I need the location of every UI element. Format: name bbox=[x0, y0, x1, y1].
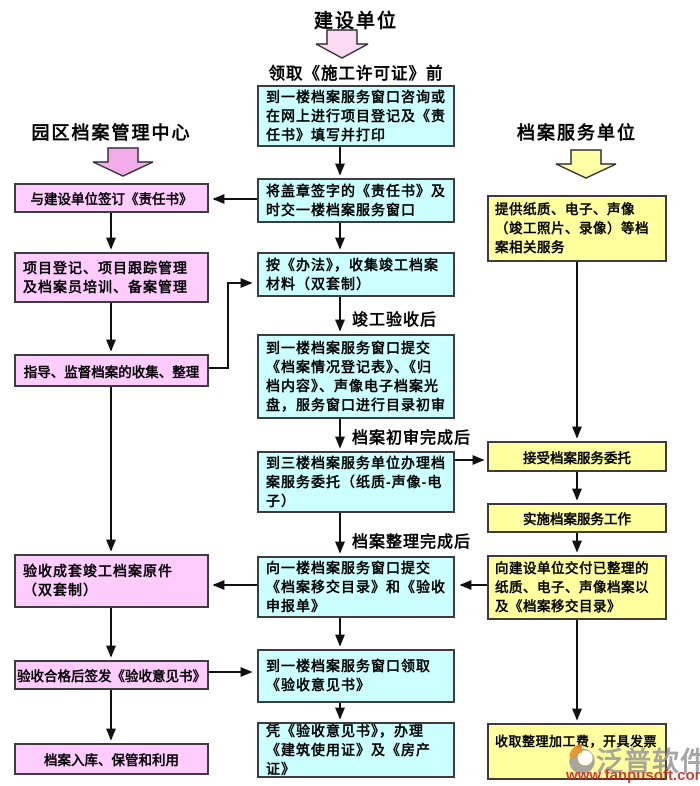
box-receive-acceptance-opinion: 到一楼档案服务窗口领取《验收意见书》 bbox=[257, 649, 455, 703]
box-text: 将盖章签字的《责任书》及时交一楼档案服务窗口 bbox=[266, 182, 446, 218]
box-text: 验收成套竣工档案原件（双套制） bbox=[23, 563, 173, 598]
box-accept-service-entrustment: 接受档案服务委托 bbox=[487, 441, 667, 472]
box-apply-usage-property-cert: 凭《验收意见书》，办理《建筑使用证》及《房产证》 bbox=[257, 722, 455, 778]
box-text: 指导、监督档案的收集、整理 bbox=[23, 364, 200, 380]
box-guide-supervise-collection: 指导、监督档案的收集、整理 bbox=[14, 354, 209, 387]
box-archive-storage-utilization: 档案入库、保管和利用 bbox=[14, 743, 209, 775]
box-text: 项目登记、项目跟踪管理及档案员培训、备案管理 bbox=[23, 259, 188, 295]
box-text: 凭《验收意见书》，办理《建筑使用证》及《房产证》 bbox=[266, 722, 431, 777]
box-text: 与建设单位签订《责任书》 bbox=[30, 192, 193, 207]
box-text: 收取整理加工费，开具发票 bbox=[495, 734, 658, 749]
watermark: 泛普软件 www.fanpusoft.com bbox=[540, 720, 700, 784]
box-text: 档案入库、保管和利用 bbox=[44, 753, 179, 768]
box-text: 到一楼档案服务窗口领取《验收意见书》 bbox=[266, 658, 431, 693]
box-text: 验收合格后签发《验收意见书》 bbox=[17, 669, 206, 684]
fanpu-logo-icon bbox=[569, 744, 595, 774]
label-after-archive-organizing: 档案整理完成后 bbox=[352, 534, 472, 551]
label-after-initial-review: 档案初审完成后 bbox=[352, 430, 472, 447]
box-text: 提供纸质、电子、声像（竣工照片、录像）等档案相关服务 bbox=[495, 202, 649, 255]
label-after-completion-acceptance: 竣工验收后 bbox=[352, 312, 438, 329]
cross-column-connectors bbox=[209, 194, 487, 677]
box-text: 按《办法》，收集竣工档案材料（双套制） bbox=[266, 256, 439, 292]
down-block-arrow-icon-top bbox=[315, 29, 369, 59]
box-text: 到一楼档案服务窗口咨询或在网上进行项目登记及《责任书》填写并打印 bbox=[266, 88, 446, 143]
down-block-arrow-icon-left bbox=[92, 147, 154, 177]
box-collect-completion-archives: 按《办法》，收集竣工档案材料（双套制） bbox=[257, 252, 455, 297]
box-issue-acceptance-opinion: 验收合格后签发《验收意见书》 bbox=[14, 660, 209, 690]
box-sign-responsibility-agreement: 与建设单位签订《责任书》 bbox=[14, 183, 209, 213]
box-submit-transfer-catalog: 向一楼档案服务窗口提交《档案移交目录》和《验收申报单》 bbox=[257, 556, 455, 618]
box-provide-archive-services: 提供纸质、电子、声像（竣工照片、录像）等档案相关服务 bbox=[487, 195, 667, 262]
box-accept-complete-archive-originals: 验收成套竣工档案原件（双套制） bbox=[14, 554, 209, 608]
box-consult-register-print: 到一楼档案服务窗口咨询或在网上进行项目登记及《责任书》填写并打印 bbox=[257, 85, 455, 147]
box-text: 到三楼档案服务单位办理档案服务委托（纸质-声像-电子） bbox=[266, 454, 446, 509]
box-implement-archive-service: 实施档案服务工作 bbox=[487, 503, 667, 533]
box-submit-registration-form: 到一楼档案服务窗口提交《档案情况登记表》、《归档内容》、声像电子档案光盘，服务窗… bbox=[257, 334, 455, 419]
box-project-registration-tracking: 项目登记、项目跟踪管理及档案员培训、备案管理 bbox=[14, 252, 209, 303]
box-submit-signed-responsibility: 将盖章签字的《责任书》及时交一楼档案服务窗口 bbox=[257, 178, 455, 223]
box-text: 接受档案服务委托 bbox=[523, 450, 631, 466]
watermark-brand-text: 泛普软件 bbox=[596, 747, 700, 777]
box-text: 到一楼档案服务窗口提交《档案情况登记表》、《归档内容》、声像电子档案光盘，服务窗… bbox=[266, 339, 446, 413]
box-text: 实施档案服务工作 bbox=[523, 512, 631, 527]
box-text: 向一楼档案服务窗口提交《档案移交目录》和《验收申报单》 bbox=[266, 559, 446, 614]
title-park-archive-center: 园区档案管理中心 bbox=[31, 123, 192, 143]
title-construction-unit: 建设单位 bbox=[313, 11, 398, 32]
watermark-url-text: www.fanpusoft.com bbox=[566, 767, 700, 784]
box-entrust-archive-service: 到三楼档案服务单位办理档案服务委托（纸质-声像-电子） bbox=[257, 451, 455, 513]
title-archive-service-unit: 档案服务单位 bbox=[517, 123, 637, 143]
box-text: 向建设单位交付已整理的纸质、电子、声像档案以及《档案移交目录》 bbox=[495, 561, 649, 614]
box-deliver-organized-archives: 向建设单位交付已整理的纸质、电子、声像档案以及《档案移交目录》 bbox=[487, 555, 667, 620]
label-before-construction-permit: 领取《施工许可证》前 bbox=[268, 65, 444, 83]
down-block-arrow-icon-right bbox=[555, 149, 617, 179]
